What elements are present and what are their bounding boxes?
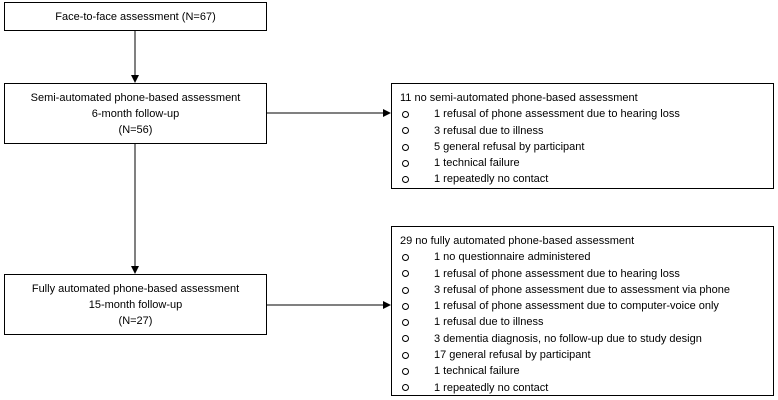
face-to-face-label: Face-to-face assessment (N=67): [55, 10, 216, 23]
bullet-icon: [402, 176, 409, 184]
bullet-icon: [402, 368, 409, 376]
list-item: 5 general refusal by participant: [400, 139, 765, 155]
face-to-face-box: Face-to-face assessment (N=67): [4, 2, 267, 31]
bullet-icon: [402, 319, 409, 327]
semi-automated-box: Semi-automated phone-based assessment 6-…: [4, 83, 267, 144]
fully-automated-box: Fully automated phone-based assessment 1…: [4, 274, 267, 335]
fully-automated-followup: 15-month follow-up: [88, 298, 183, 311]
list-item: 3 refusal of phone assessment due to ass…: [400, 282, 765, 298]
list-item: 1 refusal of phone assessment due to hea…: [400, 266, 765, 282]
semi-exclusion-title: 11 no semi-automated phone-based assessm…: [400, 92, 638, 104]
fully-exclusion-title: 29 no fully automated phone-based assess…: [400, 235, 635, 247]
semi-automated-title: Semi-automated phone-based assessment: [30, 91, 241, 104]
list-item: 1 technical failure: [400, 155, 765, 171]
list-item: 3 refusal due to illness: [400, 123, 765, 139]
fully-automated-count: (N=27): [118, 314, 153, 327]
bullet-icon: [402, 270, 409, 278]
bullet-icon: [402, 384, 409, 392]
semi-exclusion-box: 11 no semi-automated phone-based assessm…: [391, 83, 774, 189]
bullet-icon: [402, 286, 409, 294]
bullet-icon: [402, 159, 409, 167]
list-item: 1 repeatedly no contact: [400, 171, 765, 187]
bullet-icon: [402, 110, 409, 118]
list-item: 1 refusal of phone assessment due to com…: [400, 298, 765, 314]
bullet-icon: [402, 302, 409, 310]
fully-automated-title: Fully automated phone-based assessment: [31, 282, 240, 295]
list-item: 1 no questionnaire administered: [400, 249, 765, 265]
semi-automated-count: (N=56): [118, 123, 153, 136]
list-item: 1 refusal of phone assessment due to hea…: [400, 106, 765, 122]
list-item: 1 refusal due to illness: [400, 314, 765, 330]
list-item: 1 repeatedly no contact: [400, 380, 765, 396]
bullet-icon: [402, 335, 409, 343]
list-item: 1 technical failure: [400, 363, 765, 379]
list-item: 17 general refusal by participant: [400, 347, 765, 363]
bullet-icon: [402, 143, 409, 151]
fully-exclusion-box: 29 no fully automated phone-based assess…: [391, 226, 774, 396]
list-item: 3 dementia diagnosis, no follow-up due t…: [400, 331, 765, 347]
bullet-icon: [402, 253, 409, 261]
semi-automated-followup: 6-month follow-up: [91, 107, 180, 120]
bullet-icon: [402, 127, 409, 135]
bullet-icon: [402, 351, 409, 359]
